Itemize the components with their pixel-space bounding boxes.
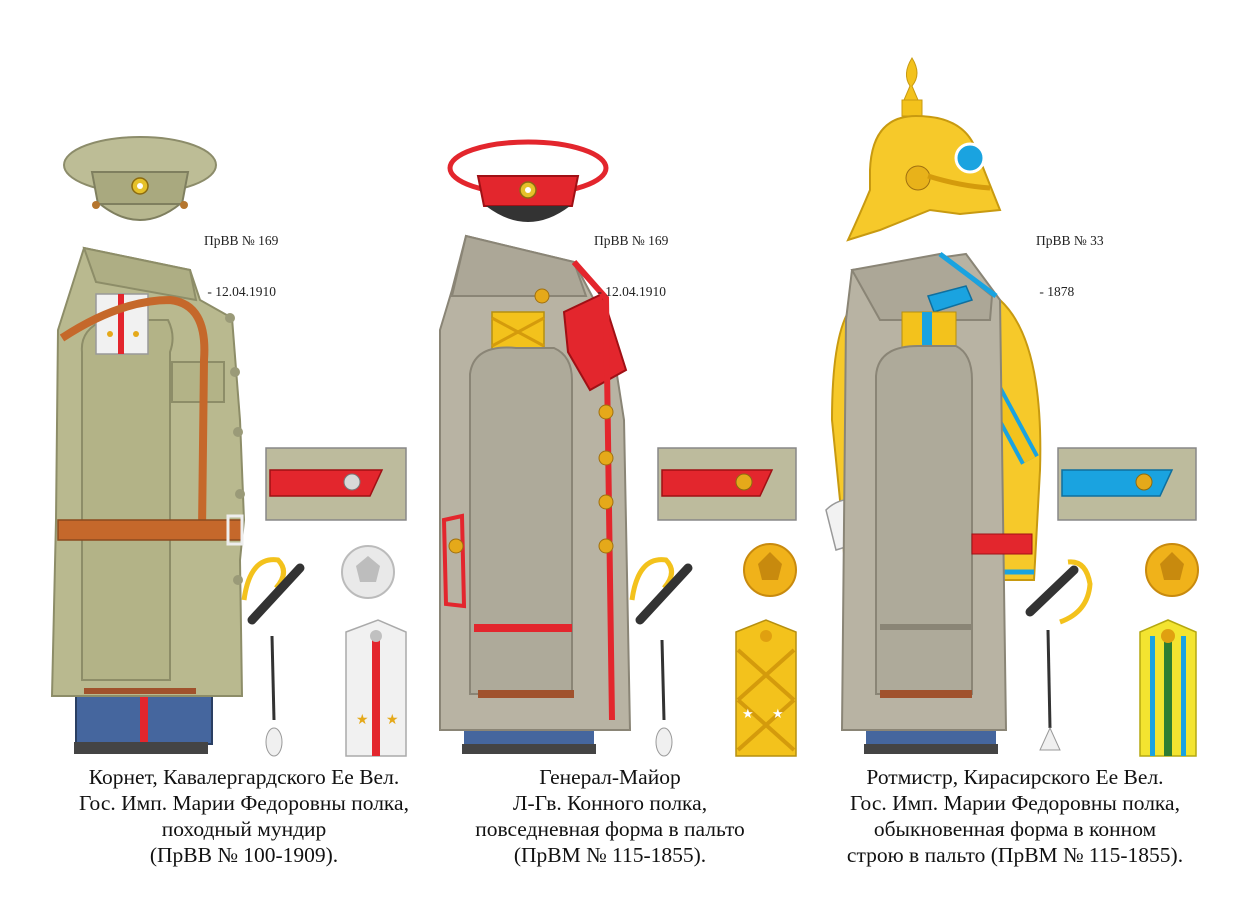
caption-line: Корнет, Кавалергардского Ее Вел. — [88, 765, 400, 789]
figure-2-button-gold — [743, 543, 797, 597]
figure-2-peaked-cap — [447, 139, 609, 222]
caption-line: Ротмистр, Кирасирского Ее Вел. — [866, 765, 1164, 789]
reference-line: ПрВВ № 169 — [594, 233, 669, 248]
figure-3-collar-tab — [1057, 447, 1197, 521]
figure-3-uniform — [825, 57, 1199, 757]
figure-2-reference: ПрВВ № 169 - 12.04.1910 — [594, 198, 668, 317]
svg-text:★: ★ — [742, 707, 754, 722]
figure-1-sabre — [241, 557, 305, 757]
reference-line: - 12.04.1910 — [204, 284, 276, 299]
caption-line: Гос. Имп. Марии Федоровны полка, — [79, 791, 409, 815]
figure-2-shoulder-strap: ★ ★ — [735, 619, 797, 757]
figure-1-button-silver — [341, 545, 395, 599]
reference-line: ПрВВ № 33 — [1036, 233, 1104, 248]
figure-1-peaked-cap — [63, 136, 217, 221]
reference-line: ПрВВ № 169 — [204, 233, 279, 248]
figure-2-caption: Генерал-Майор Л-Гв. Конного полка, повсе… — [420, 764, 800, 868]
figure-3-shoulder-strap — [1139, 619, 1197, 757]
figure-3-sabre — [1025, 559, 1093, 751]
figure-1-uniform: ★ ★ — [50, 136, 407, 757]
figure-3-caption: Ротмистр, Кирасирского Ее Вел. Гос. Имп.… — [800, 764, 1230, 868]
svg-text:★: ★ — [356, 712, 369, 728]
caption-line: обыкновенная форма в конном — [873, 817, 1157, 841]
caption-line: строю в пальто (ПрВМ № 115-1855). — [846, 843, 1184, 867]
caption-line: повседневная форма в пальто — [475, 817, 745, 841]
figure-1-reference: ПрВВ № 169 - 12.04.1910 — [204, 198, 278, 317]
figure-1-caption: Корнет, Кавалергардского Ее Вел. Гос. Им… — [34, 764, 454, 868]
figure-3-button-gold — [1145, 543, 1199, 597]
svg-text:★: ★ — [772, 707, 784, 722]
reference-line: - 12.04.1910 — [594, 284, 666, 299]
caption-line: (ПрВМ № 115-1855). — [513, 843, 707, 867]
figure-3-reference: ПрВВ № 33 - 1878 — [1036, 198, 1104, 317]
reference-line: - 1878 — [1036, 284, 1075, 299]
figure-1-shoulder-strap: ★ ★ — [345, 619, 407, 757]
figure-1-collar-tab — [265, 447, 407, 521]
caption-line: Л-Гв. Конного полка, — [512, 791, 708, 815]
svg-text:★: ★ — [386, 712, 399, 728]
caption-line: Генерал-Майор — [539, 765, 681, 789]
figure-3-helmet — [846, 57, 1002, 242]
caption-line: (ПрВВ № 100-1909). — [149, 843, 339, 867]
figure-2-uniform: ★ ★ — [439, 139, 797, 757]
figure-2-collar-tab — [657, 447, 797, 521]
figure-2-sabre — [629, 557, 693, 757]
caption-line: походный мундир — [161, 817, 327, 841]
caption-line: Гос. Имп. Марии Федоровны полка, — [850, 791, 1180, 815]
